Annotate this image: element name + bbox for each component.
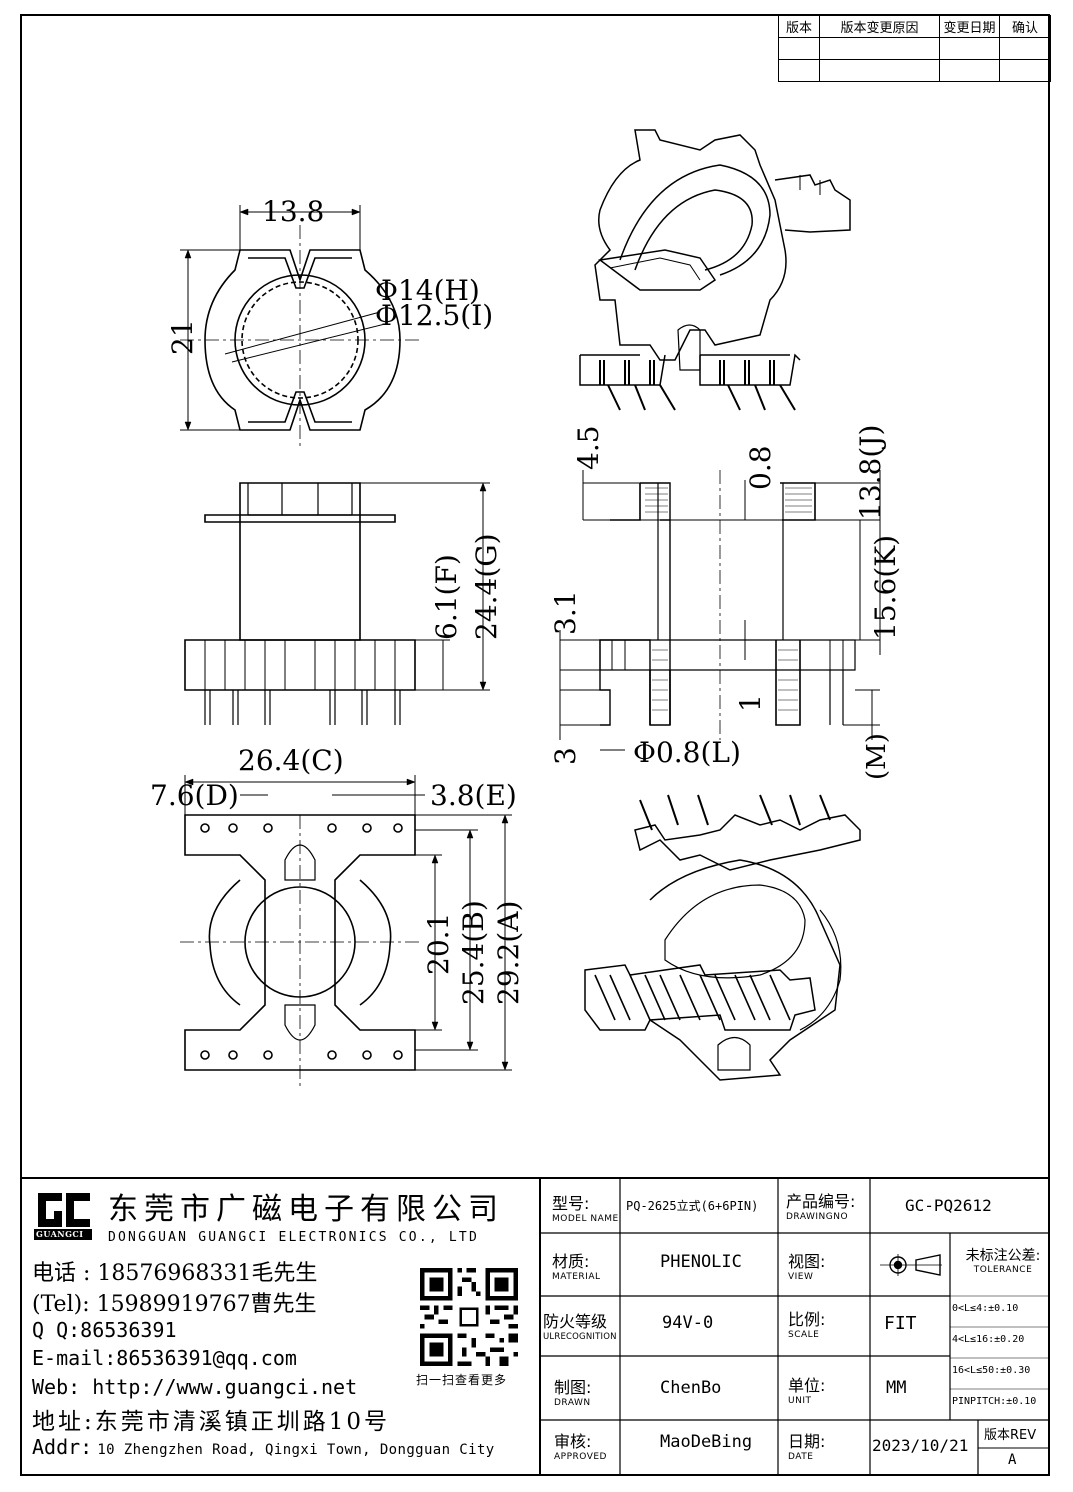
dim-k: 15.6(K) — [869, 535, 902, 640]
dim-3-1: 3.1 — [549, 590, 582, 635]
tolerance-row-1: 0<L≤4:±0.10 — [952, 1303, 1019, 1314]
product-no-label-en: DRAWINGNO — [786, 1212, 849, 1222]
scale-label-cn: 比例: — [788, 1310, 826, 1329]
company-email: E-mail:86536391@qq.com — [32, 1346, 297, 1370]
product-no-value: GC-PQ2612 — [905, 1196, 992, 1215]
scale-value: FIT — [884, 1313, 917, 1334]
date-label: 日期: DATE — [788, 1428, 825, 1462]
tolerance-row-4: PINPITCH:±0.10 — [952, 1396, 1037, 1407]
dim-f: 6.1(F) — [430, 554, 463, 640]
rev-value: A — [1008, 1452, 1017, 1468]
fire-label-cn: 防火等级 — [543, 1312, 608, 1331]
product-no-label-cn: 产品编号: — [786, 1192, 856, 1211]
dim-4-5: 4.5 — [572, 425, 605, 470]
rev-header-reason: 版本变更原因 — [819, 15, 940, 38]
view-label-cn: 视图: — [788, 1252, 826, 1271]
model-label: 型号: MODEL NAME — [552, 1190, 619, 1224]
approved-value: MaoDeBing — [660, 1432, 753, 1452]
drawn-label-cn: 制图: — [554, 1378, 592, 1397]
unit-label-cn: 单位: — [788, 1376, 826, 1395]
company-address-cn: 地址:东莞市清溪镇正圳路10号 — [32, 1409, 391, 1435]
model-value: PQ-2625立式(6+6PIN) — [626, 1199, 759, 1213]
unit-label: 单位: UNIT — [788, 1372, 825, 1406]
model-label-en: MODEL NAME — [552, 1214, 619, 1224]
scale-label-en: SCALE — [788, 1330, 820, 1340]
dim-g: 24.4(G) — [470, 533, 503, 640]
qr-code — [420, 1268, 518, 1366]
dim-20-1: 20.1 — [422, 913, 455, 975]
tolerance-row-2: 4<L≤16:±0.20 — [952, 1334, 1025, 1345]
unit-label-en: UNIT — [788, 1396, 812, 1406]
address-value: 10 Zhengzhen Road, Qingxi Town, Dongguan… — [97, 1442, 495, 1458]
dim-diameter-i: Φ12.5(I) — [375, 299, 493, 332]
tolerance-label: 未标注公差: TOLERANCE — [958, 1245, 1048, 1275]
company-name-cn: 东莞市广磁电子有限公司 — [108, 1192, 504, 1227]
unit-value: MM — [886, 1378, 907, 1398]
view-label-en: VIEW — [788, 1272, 814, 1282]
date-label-cn: 日期: — [788, 1432, 826, 1451]
drawing-frame — [20, 14, 1050, 1476]
dim-l: Φ0.8(L) — [633, 736, 741, 769]
approved-label: 审核: APPROVED — [554, 1428, 607, 1462]
date-value: 2023/10/21 — [872, 1436, 969, 1455]
dim-top-width: 13.8 — [262, 195, 324, 228]
company-tel: (Tel): 15989919767曹先生 — [32, 1292, 317, 1317]
approved-label-en: APPROVED — [554, 1452, 607, 1462]
fire-value: 94V-0 — [662, 1313, 714, 1333]
qr-caption: 扫一扫查看更多 — [416, 1373, 508, 1387]
logo-text: GUANGCI — [36, 1229, 84, 1239]
dim-j: 13.8(J) — [854, 425, 887, 520]
dim-e: 3.8(E) — [430, 779, 517, 812]
dim-0-8: 0.8 — [744, 445, 777, 490]
gc-logo-icon — [34, 1193, 92, 1240]
dim-b: 25.4(B) — [457, 900, 490, 1005]
tolerance-label-cn: 未标注公差: — [965, 1248, 1041, 1264]
scale-label: 比例: SCALE — [788, 1306, 825, 1340]
rev-label: 版本REV — [984, 1428, 1037, 1443]
date-label-en: DATE — [788, 1452, 814, 1462]
material-label-cn: 材质: — [552, 1252, 590, 1271]
model-label-cn: 型号: — [552, 1194, 590, 1213]
projection-symbol-icon — [878, 1252, 944, 1278]
dim-c: 26.4(C) — [238, 744, 344, 777]
isometric-top-view — [579, 129, 851, 411]
technical-drawing: 13.8 21 Φ14(H) Φ12.5(I) 6.1(F) 24.4(G) 2… — [150, 129, 902, 1090]
bottom-view — [180, 775, 512, 1090]
company-name-en: DONGGUAN GUANGCI ELECTRONICS CO., LTD — [108, 1230, 479, 1245]
revision-table: 版本 版本变更原因 变更日期 确认 — [778, 15, 1051, 82]
view-label: 视图: VIEW — [788, 1248, 825, 1282]
material-label-en: MATERIAL — [552, 1272, 601, 1282]
tolerance-label-en: TOLERANCE — [973, 1265, 1033, 1275]
approved-label-cn: 审核: — [554, 1432, 592, 1451]
material-value: PHENOLIC — [660, 1252, 742, 1272]
company-phone: 电话 : 18576968331毛先生 — [32, 1261, 318, 1286]
company-logo: GUANGCI — [32, 1189, 94, 1241]
dim-diameter-h: Φ14(H) — [375, 274, 480, 307]
dim-m: (M) — [862, 733, 892, 780]
product-no-label: 产品编号: DRAWINGNO — [786, 1188, 855, 1222]
section-view — [559, 470, 881, 751]
fire-label-en: ULRECOGNITION — [543, 1332, 617, 1342]
company-qq: Q Q:86536391 — [32, 1318, 177, 1342]
fire-label: 防火等级 ULRECOGNITION — [543, 1308, 617, 1342]
dim-a: 29.2(A) — [492, 901, 525, 1005]
material-label: 材质: MATERIAL — [552, 1248, 601, 1282]
drawn-value: ChenBo — [660, 1378, 722, 1398]
tolerance-row-3: 16<L≤50:±0.30 — [952, 1365, 1031, 1376]
top-view — [180, 205, 420, 450]
isometric-bottom-view — [584, 794, 861, 1081]
drawn-label-en: DRAWN — [554, 1398, 591, 1408]
qr-code-icon — [420, 1268, 518, 1366]
drawn-label: 制图: DRAWN — [554, 1374, 591, 1408]
company-web: Web: http://www.guangci.net — [32, 1375, 358, 1399]
front-view — [184, 482, 490, 725]
company-address-en: Addr: 10 Zhengzhen Road, Qingxi Town, Do… — [32, 1435, 495, 1459]
dim-top-height: 21 — [166, 319, 199, 355]
address-label: Addr: — [32, 1435, 93, 1459]
dim-3: 3 — [549, 747, 582, 765]
dim-1: 1 — [734, 694, 767, 712]
dim-d: 7.6(D) — [150, 779, 239, 812]
